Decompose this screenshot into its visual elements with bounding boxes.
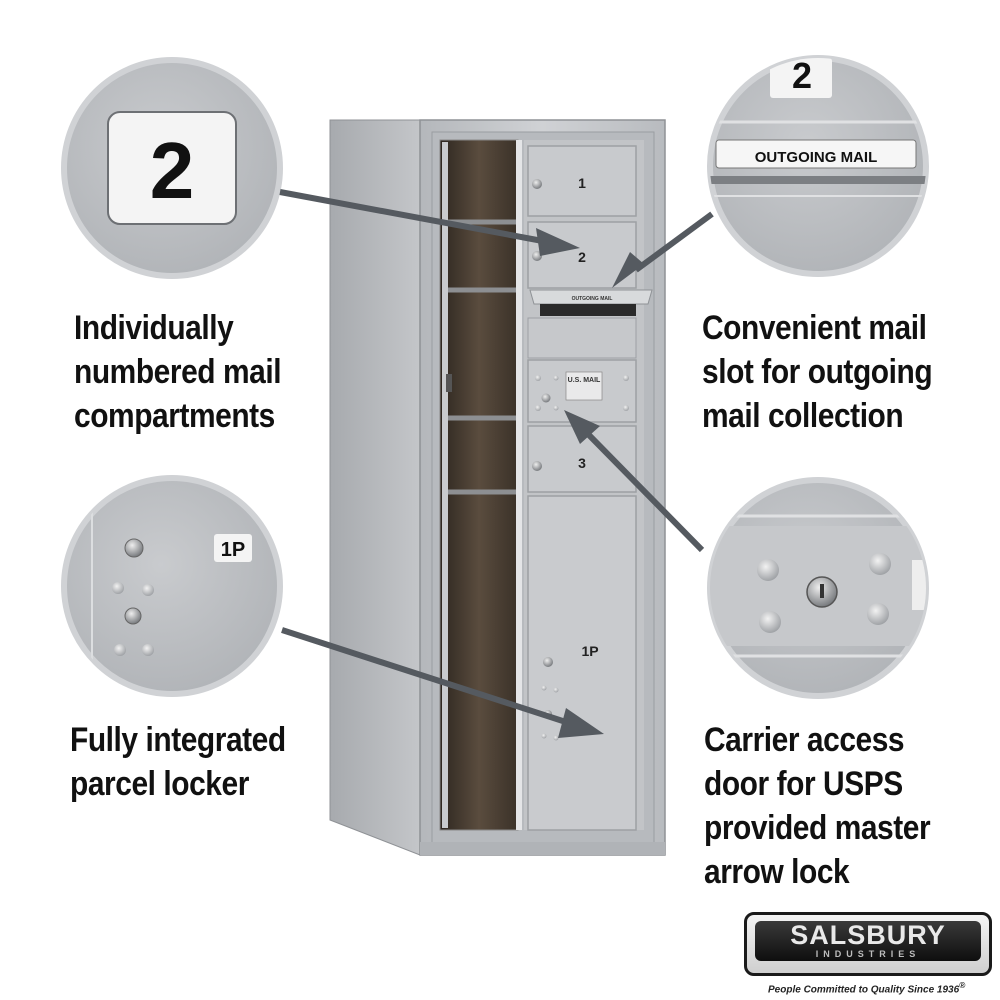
callout-line: Fully integrated [70,721,286,759]
callout-line: Individually [74,309,234,347]
brand-tagline: People Committed to Quality Since 1936® [768,980,965,995]
callout-line: slot for outgoing [702,353,933,391]
zoom-carrier-lock [707,477,929,699]
outgoing-plate-small: OUTGOING MAIL [572,296,613,302]
callout-line: mail collection [702,397,904,435]
outgoing-mail-slot: OUTGOING MAIL [529,289,653,316]
compartment-door-1 [527,145,637,217]
parcel-locker-number: 1P [581,643,598,659]
mailbox-cabinet: 1 2 OUTGOING MAIL U.S. MAIL [329,119,666,856]
zoom-numbered-compartment: 2 [61,57,283,279]
callout-line: arrow lock [704,853,850,891]
compartment-number-3: 3 [578,455,586,471]
zoom-outgoing-slot: 2 OUTGOING MAIL [707,55,929,277]
callout-numbered-compartments: Individually numbered mail compartments [74,306,282,438]
arrow-head-icon [536,228,580,256]
brand-subtitle: INDUSTRIES [815,949,921,959]
callout-line: parcel locker [70,765,249,803]
callout-arrows [279,189,714,738]
compartment-number-2: 2 [578,249,586,265]
compartment-number-1: 1 [578,175,586,191]
callout-line: numbered mail [74,353,282,391]
zoom-number-plate: 2 [150,126,195,215]
callout-outgoing-slot: Convenient mail slot for outgoing mail c… [702,306,933,438]
salsbury-logo: SALSBURY INDUSTRIES [744,912,992,976]
registered-mark: ® [959,980,966,990]
callout-parcel-locker: Fully integrated parcel locker [70,718,286,806]
tagline-text: People Committed to Quality Since 1936 [768,984,960,996]
callout-line: provided master [704,809,931,847]
zoom-parcel-number: 1P [221,539,245,561]
zoom-outgoing-label: OUTGOING MAIL [755,149,878,166]
callout-line: Carrier access [704,721,905,759]
callout-line: door for USPS [704,765,903,803]
zoom-parcel-locker: 1P [61,475,283,697]
zoom-outgoing-number: 2 [792,55,812,96]
callout-line: compartments [74,397,275,435]
callout-carrier-access: Carrier access door for USPS provided ma… [704,718,931,894]
usps-plate: U.S. MAIL [568,377,601,384]
brand-name: SALSBURY [790,920,946,950]
arrow-to-compartment [279,189,549,245]
callout-line: Convenient mail [702,309,927,347]
